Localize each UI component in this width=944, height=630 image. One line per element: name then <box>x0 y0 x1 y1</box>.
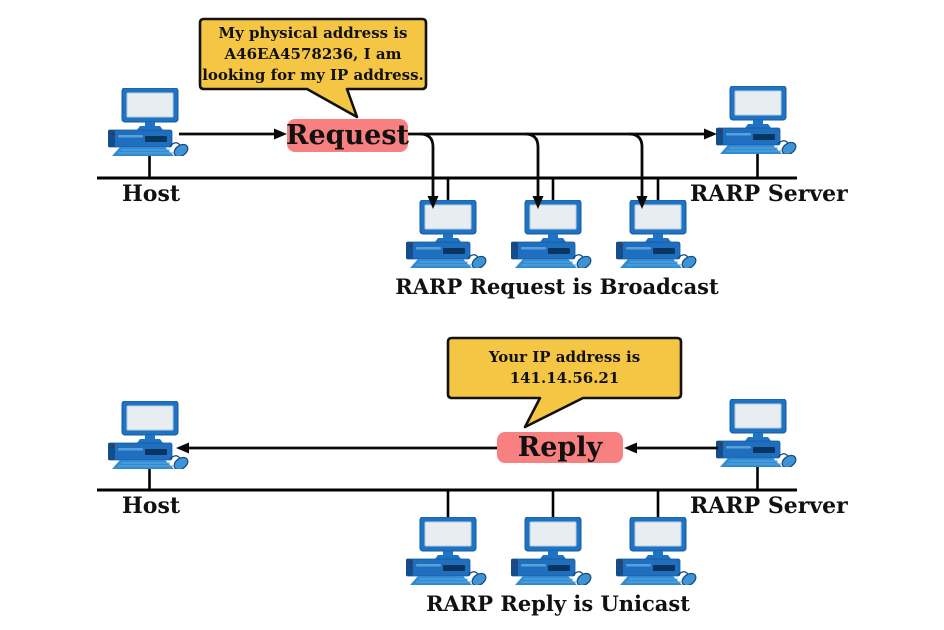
request-message-badge: Request <box>286 119 409 152</box>
computer-icon <box>616 200 699 268</box>
computer-icon <box>406 517 489 585</box>
broadcast-drop-arrow <box>419 132 435 196</box>
arrowhead-left-icon <box>176 442 189 454</box>
computer-icon <box>616 517 699 585</box>
computer-icon <box>511 200 594 268</box>
arrowhead-down-icon <box>532 196 544 209</box>
computer-icon-host-bottom <box>108 401 191 469</box>
computer-icon-host-top <box>108 88 191 156</box>
host-label-top: Host <box>122 181 181 207</box>
broadcast-drop-arrow <box>524 132 540 196</box>
broadcast-drop-arrow <box>628 132 644 196</box>
request-bubble-text: My physical address is A46EA4578236, I a… <box>200 19 426 89</box>
arrowhead-down-icon <box>636 196 648 209</box>
speech-bubble-reply <box>446 336 683 429</box>
reply-bubble-text: Your IP address is 141.14.56.21 <box>448 338 681 398</box>
arrowhead-right-icon <box>274 128 287 140</box>
computer-icon <box>406 200 489 268</box>
arrowhead-down-icon <box>427 196 439 209</box>
speech-bubble-request <box>198 17 428 119</box>
bubble-line: A46EA4578236, I am <box>224 44 402 63</box>
arrowhead-left-icon <box>624 442 637 454</box>
broadcast-caption: RARP Request is Broadcast <box>395 274 719 299</box>
server-label-bottom: RARP Server <box>690 493 848 519</box>
computer-icon <box>511 517 594 585</box>
reply-message-badge: Reply <box>497 432 623 463</box>
bubble-line: My physical address is <box>218 23 408 42</box>
host-label-bottom: Host <box>122 493 181 519</box>
bubble-line: Your IP address is <box>488 348 641 366</box>
server-label-top: RARP Server <box>690 181 848 207</box>
arrowhead-right-icon <box>704 128 717 140</box>
computer-icon-server-bottom <box>716 399 799 467</box>
bubble-line: looking for my IP address. <box>202 65 424 84</box>
computer-icon-server-top <box>716 86 799 154</box>
unicast-caption: RARP Reply is Unicast <box>426 591 690 616</box>
bubble-line: 141.14.56.21 <box>509 369 620 387</box>
